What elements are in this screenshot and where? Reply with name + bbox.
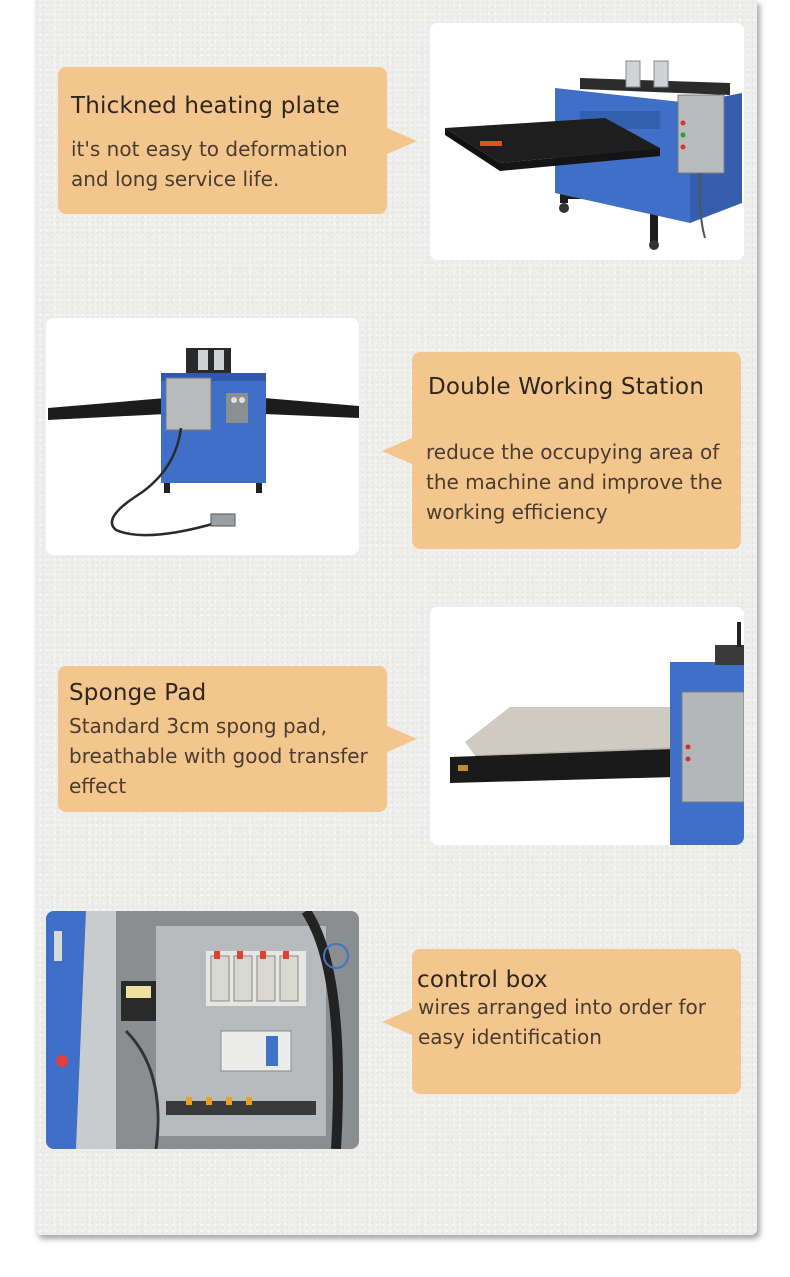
control-box-wiring-image [46, 911, 359, 1149]
feature-description: wires arranged into order for easy ident… [418, 995, 706, 1049]
heat-press-machine-image [430, 23, 744, 260]
feature-title: Sponge Pad [69, 680, 207, 706]
feature-title: Double Working Station [428, 374, 705, 400]
feature-title: Thickned heating plate [71, 93, 340, 119]
feature-callout-control-box: control box wires arranged into order fo… [382, 949, 741, 1094]
sponge-pad-platen-image [430, 607, 744, 845]
product-photo-heat-press-angled [430, 23, 744, 260]
feature-title: control box [417, 967, 548, 993]
product-photo-heat-press-front [46, 318, 359, 555]
feature-description: Standard 3cm spong pad, breathable with … [69, 714, 368, 798]
feature-description: it's not easy to deformation and long se… [71, 137, 348, 191]
product-photo-sponge-pad [430, 607, 744, 845]
product-photo-control-box [46, 911, 359, 1149]
feature-callout-heating-plate: Thickned heating plate it's not easy to … [58, 67, 417, 214]
feature-callout-sponge-pad: Sponge Pad Standard 3cm spong pad, breat… [58, 666, 417, 812]
feature-callout-double-station: Double Working Station reduce the occupy… [382, 352, 741, 549]
heat-press-double-station-image [46, 318, 359, 555]
feature-description: reduce the occupying area of the machine… [426, 440, 723, 524]
